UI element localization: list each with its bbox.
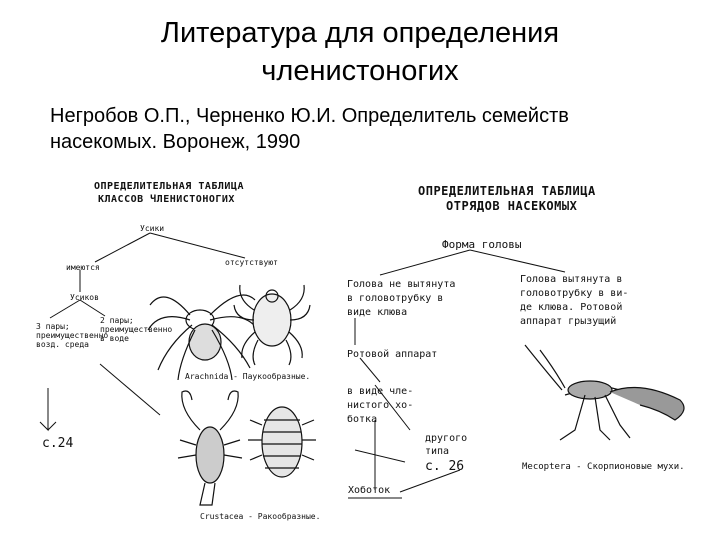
tick-drawing [233, 284, 311, 366]
reference-line1: Негробов О.П., Черненко Ю.И. Определител… [50, 105, 569, 127]
left-page-ref: с.24 [42, 436, 74, 451]
reference-text: Негробов О.П., Черненко Ю.И. Определител… [50, 103, 690, 155]
left-table-heading-line1: ОПРЕДЕЛИТЕЛЬНАЯ ТАБЛИЦА [94, 181, 244, 192]
slide-title-line2: членистоногих [261, 55, 459, 87]
scorpionfly-drawing [524, 344, 685, 441]
spider-drawing [147, 294, 259, 381]
right-node-other: другого типа [425, 433, 468, 457]
slide-title-line1: Литература для определения [160, 17, 560, 49]
left-node-mid: Усиков [70, 293, 99, 302]
woodlouse-drawing [248, 406, 316, 478]
right-node-mouth: Ротовой аппарат [347, 349, 438, 360]
right-branch-left: Голова не вытянута в головотрубку в виде… [347, 279, 456, 318]
right-node-root: Форма головы [442, 238, 522, 251]
right-node-type: в виде чле- нистого хо- ботка [347, 386, 414, 425]
right-node-bottom: Хоботок [348, 485, 391, 496]
slide-title: Литература для определения членистоногих [0, 14, 720, 90]
left-leaf-a: 3 пары; преимущественно возд. среда [36, 322, 109, 349]
reference-line2: насекомых. Воронеж, 1990 [50, 131, 301, 153]
left-table-heading-line2: КЛАССОВ ЧЛЕНИСТОНОГИХ [98, 194, 235, 205]
right-branch-right: Голова вытянута в головотрубку в ви- де … [520, 274, 629, 327]
caption-mecoptera: Mecoptera - Скорпионовые мухи. [522, 462, 685, 472]
left-node-right: отсутствуют [225, 258, 278, 267]
left-node-top: Усики [140, 224, 165, 233]
right-page-ref: с. 26 [425, 459, 465, 474]
right-table-heading-line2: ОТРЯДОВ НАСЕКОМЫХ [446, 199, 578, 213]
caption-crustacea: Crustacea - Ракообразные. [200, 512, 321, 521]
crayfish-drawing [177, 390, 243, 506]
right-table-heading-line1: ОПРЕДЕЛИТЕЛЬНАЯ ТАБЛИЦА [418, 184, 596, 198]
left-leaf-b: 2 пары; преимущественно в воде [100, 316, 173, 343]
left-node-left: имеются [66, 263, 100, 272]
caption-arachnida: Arachnida - Паукообразные. [185, 372, 311, 381]
